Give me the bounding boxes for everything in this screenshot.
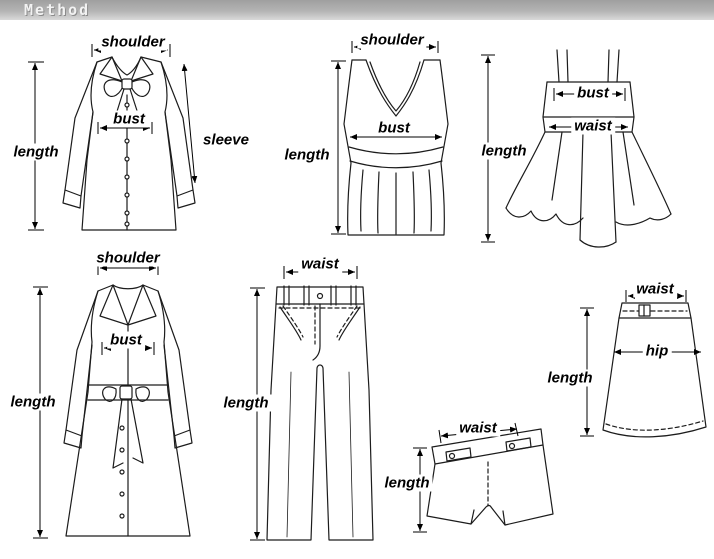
coat-bust-label: bust: [107, 331, 145, 349]
skirt-hip-label: hip: [642, 342, 672, 360]
pants-length-label: length: [220, 394, 272, 412]
blouse-sleeve-label: sleeve: [200, 131, 252, 149]
dress-waist-label: waist: [571, 117, 615, 135]
tank-top-bust-label: bust: [375, 119, 413, 137]
dress-illustration: [505, 49, 672, 248]
skirt-length-label: length: [544, 369, 596, 387]
shorts-length-label: length: [381, 474, 433, 492]
dress-bust-label: bust: [574, 84, 612, 102]
blouse-length-label: length: [10, 143, 62, 161]
dress-length-label: length: [478, 142, 530, 160]
blouse-shoulder-label: shoulder: [98, 33, 168, 51]
blouse-dimension-lines: [28, 44, 198, 231]
blouse-illustration: [62, 56, 196, 231]
skirt-waist-label: waist: [633, 280, 677, 298]
blouse-bust-label: bust: [110, 110, 148, 128]
shorts-illustration: [426, 428, 554, 526]
coat-shoulder-label: shoulder: [93, 249, 163, 267]
title-bar: Method: [0, 0, 714, 20]
coat-illustration: [63, 284, 193, 537]
tank-top-length-label: length: [281, 146, 333, 164]
pants-illustration: [266, 285, 374, 541]
pants-waist-label: waist: [298, 255, 342, 273]
skirt-illustration: [602, 302, 707, 438]
page-title: Method: [24, 1, 91, 19]
tank-top-shoulder-label: shoulder: [357, 31, 427, 49]
tank-top-illustration: [343, 59, 449, 236]
coat-length-label: length: [7, 393, 59, 411]
shorts-waist-label: waist: [456, 419, 500, 437]
